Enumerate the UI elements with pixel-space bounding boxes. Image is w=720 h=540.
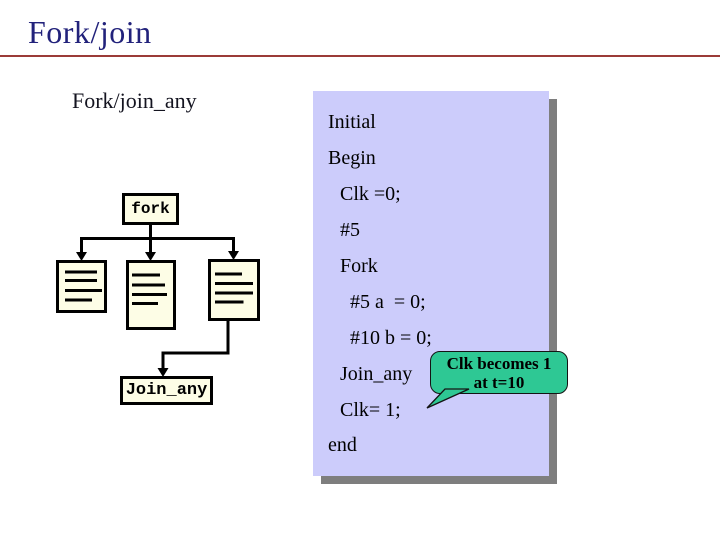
code-line: #5 <box>340 219 360 242</box>
join-any-node-label: Join_any <box>125 381 208 400</box>
arrow-down-icon <box>145 252 156 261</box>
code-line: Begin <box>328 147 376 170</box>
fork-node-label: fork <box>131 200 170 218</box>
code-line: #10 b = 0; <box>350 326 432 349</box>
code-line: Clk= 1; <box>340 398 401 421</box>
code-line: Join_any <box>340 362 413 385</box>
page-title: Fork/join <box>28 14 152 50</box>
code-line: #5 a = 0; <box>350 290 426 313</box>
text-lines-glyph <box>65 270 102 302</box>
process-box-2 <box>126 260 176 330</box>
title-underline <box>0 55 720 57</box>
diagram-connectors <box>56 224 260 377</box>
code-line: Initial <box>328 111 376 134</box>
callout-tail-icon <box>426 388 470 409</box>
process-box-3 <box>208 259 260 321</box>
code-line: Clk =0; <box>340 183 401 206</box>
join-connector-line <box>161 320 230 370</box>
code-panel: Initial Begin Clk =0; #5 Fork #5 a = 0; … <box>313 91 549 476</box>
process-box-1 <box>56 260 107 313</box>
callout-text-line1: Clk becomes 1 <box>446 353 552 373</box>
arrow-down-icon <box>157 368 169 377</box>
join-any-node: Join_any <box>120 376 213 405</box>
arrow-down-icon <box>228 251 239 260</box>
fork-branch-line <box>80 237 235 254</box>
code-lines: Initial Begin Clk =0; #5 Fork #5 a = 0; … <box>313 91 549 464</box>
code-line: Fork <box>340 255 378 277</box>
slide-subtitle: Fork/join_any <box>72 88 197 113</box>
arrow-down-icon <box>76 252 87 261</box>
fork-join-diagram: fork Join_any <box>30 180 320 415</box>
code-line: end <box>328 434 357 457</box>
text-lines-glyph <box>215 272 253 304</box>
callout-bubble: Clk becomes 1 at t=10 <box>430 351 568 394</box>
callout-text-line2: at t=10 <box>473 372 525 392</box>
text-lines-glyph <box>132 273 167 305</box>
fork-node: fork <box>122 193 179 225</box>
